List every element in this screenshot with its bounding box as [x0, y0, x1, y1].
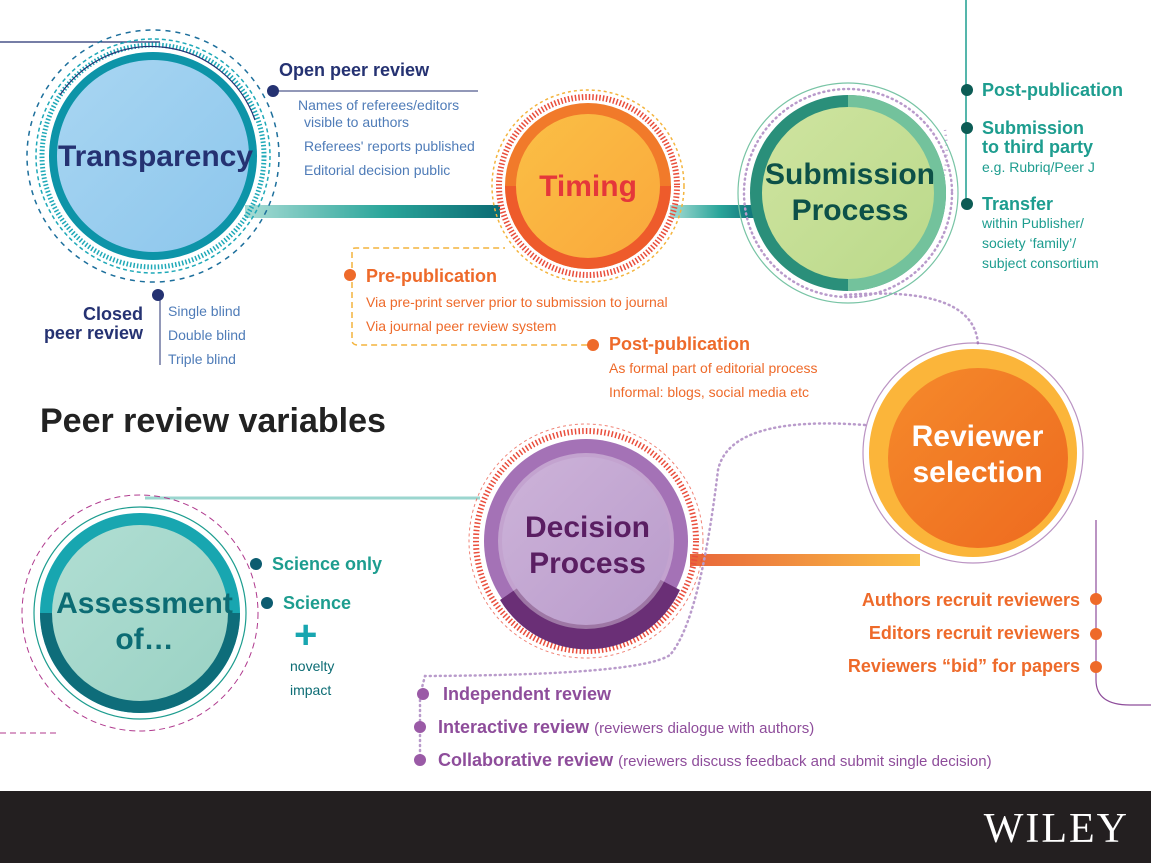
- reviewer-item: Editors recruit reviewers: [868, 623, 1080, 643]
- closed-item: Single blind: [168, 303, 241, 319]
- closed-peer-review-heading-line2: peer review: [43, 323, 143, 343]
- pre-item: Via journal peer review system: [366, 318, 557, 334]
- submission-third-party-line1: Submission: [982, 118, 1085, 138]
- reviewer-item: Authors recruit reviewers: [861, 590, 1080, 610]
- timing-post-publication-heading: Post-publication: [609, 334, 750, 354]
- timing-label: Timing: [539, 170, 637, 203]
- diagram-title: Peer review variables: [40, 402, 386, 440]
- closed-peer-review-heading-line1: Closed: [82, 304, 143, 324]
- diagram-graphics: [0, 0, 1151, 766]
- decision-label-line2: Process: [529, 547, 646, 580]
- collaborative-review-note: (reviewers discuss feedback and submit s…: [618, 753, 992, 770]
- reviewer-item: Reviewers “bid” for papers: [847, 656, 1080, 676]
- transfer-sub: society ‘family’/: [982, 235, 1077, 251]
- reviewer-label-line2: selection: [912, 456, 1043, 489]
- independent-review: Independent review: [443, 684, 612, 704]
- footer-bar: WILEY: [0, 791, 1151, 863]
- submission-third-party-line2: to third party: [982, 137, 1093, 157]
- submission-transfer: Transfer: [982, 194, 1054, 214]
- reviewer-circle: [862, 342, 1084, 564]
- collaborative-review-label: Collaborative review: [438, 750, 614, 770]
- open-peer-review-heading: Open peer review: [279, 60, 430, 80]
- assessment-circle: [21, 494, 259, 732]
- science: Science: [283, 593, 352, 613]
- open-item: Referees' reports published: [304, 138, 475, 154]
- transparency-label: Transparency: [57, 140, 254, 173]
- assessment-extra: impact: [290, 682, 332, 698]
- assessment-extra: novelty: [290, 658, 335, 674]
- closed-item: Double blind: [168, 327, 246, 343]
- transfer-sub: within Publisher/: [982, 215, 1084, 231]
- assessment-label-line2: of…: [115, 623, 174, 656]
- decision-circle: [468, 423, 704, 659]
- open-item: Names of referees/editors: [298, 97, 460, 113]
- closed-item: Triple blind: [168, 351, 236, 367]
- open-item: visible to authors: [304, 114, 410, 130]
- plus-icon: +: [294, 613, 318, 657]
- submission-post-publication: Post-publication: [982, 80, 1123, 100]
- submission-circle: [737, 82, 959, 304]
- submission-third-party-sub: e.g. Rubriq/Peer J: [982, 159, 1095, 175]
- submission-label-line2: Process: [791, 194, 909, 227]
- decision-label-line1: Decision: [524, 511, 651, 544]
- science-only: Science only: [272, 554, 383, 574]
- collaborative-review: Collaborative review (reviewers discuss …: [438, 750, 992, 771]
- interactive-review-label: Interactive review: [438, 717, 590, 737]
- post-item: Informal: blogs, social media etc: [609, 384, 809, 400]
- timing-circle: [491, 89, 685, 283]
- pre-item: Via pre-print server prior to submission…: [366, 294, 668, 310]
- interactive-review: Interactive review (reviewers dialogue w…: [438, 717, 814, 738]
- reviewer-label-line1: Reviewer: [911, 420, 1044, 453]
- interactive-review-note: (reviewers dialogue with authors): [594, 720, 815, 737]
- open-item: Editorial decision public: [304, 162, 451, 178]
- submission-label-line1: Submission: [764, 158, 936, 191]
- post-item: As formal part of editorial process: [609, 360, 818, 376]
- pre-publication-heading: Pre-publication: [366, 266, 498, 286]
- wiley-logo: WILEY: [983, 806, 1129, 852]
- assessment-label-line1: Assessment: [56, 587, 233, 620]
- transparency-circle: [26, 29, 280, 283]
- transfer-sub: subject consortium: [982, 255, 1099, 271]
